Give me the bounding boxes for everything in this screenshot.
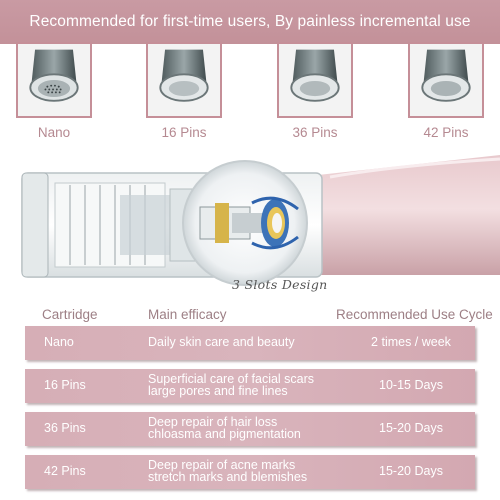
device-illustration xyxy=(0,155,500,300)
header-cycle: Recommended Use Cycle xyxy=(336,307,493,322)
cartridge-image-16-pins[interactable] xyxy=(146,42,222,118)
cartridge-image-36-pins[interactable] xyxy=(277,42,353,118)
table-row: Nano Daily skin care and beauty 2 times … xyxy=(25,326,475,360)
16-pins-cartridge-icon xyxy=(148,44,220,116)
cartridge-image-42-pins[interactable] xyxy=(408,42,484,118)
slots-design-caption: 3 Slots Design xyxy=(232,277,328,292)
header-efficacy: Main efficacy xyxy=(148,307,227,322)
row-cartridge: 16 Pins xyxy=(44,378,86,392)
table-row: 36 Pins Deep repair of hair loss chloasm… xyxy=(25,412,475,446)
36-pins-cartridge-icon xyxy=(279,44,351,116)
nano-cartridge-icon xyxy=(18,44,90,116)
table-header: Cartridge Main efficacy Recommended Use … xyxy=(0,305,500,329)
cartridge-label-42-pins: 42 Pins xyxy=(423,125,469,140)
microneedle-pen-icon xyxy=(21,155,500,286)
header-cartridge: Cartridge xyxy=(42,307,98,322)
row-cartridge: Nano xyxy=(44,335,74,349)
row-cycle: 2 times / week xyxy=(371,335,451,349)
row-cycle: 15-20 Days xyxy=(379,421,443,435)
cartridge-label-16-pins: 16 Pins xyxy=(161,125,207,140)
header-banner: Recommended for first-time users, By pai… xyxy=(0,0,500,44)
row-efficacy-line-2: stretch marks and blemishes xyxy=(148,470,308,484)
row-efficacy-line-1: Daily skin care and beauty xyxy=(148,335,295,349)
cartridge-label-36-pins: 36 Pins xyxy=(292,125,338,140)
row-cartridge: 36 Pins xyxy=(44,421,86,435)
row-cycle: 15-20 Days xyxy=(379,464,443,478)
table-row: 42 Pins Deep repair of acne marks stretc… xyxy=(25,455,475,489)
row-efficacy-line-1: Deep repair of acne marks xyxy=(148,458,296,472)
row-efficacy-line-2: large pores and fine lines xyxy=(148,384,288,398)
row-efficacy-line-2: chloasma and pigmentation xyxy=(148,427,301,441)
row-efficacy-line-1: Deep repair of hair loss xyxy=(148,415,278,429)
cartridge-label-nano: Nano xyxy=(37,125,71,140)
row-efficacy-line-1: Superficial care of facial scars xyxy=(148,372,315,386)
row-cycle: 10-15 Days xyxy=(379,378,443,392)
table-row: 16 Pins Superficial care of facial scars… xyxy=(25,369,475,403)
cartridge-image-nano[interactable] xyxy=(16,42,92,118)
row-cartridge: 42 Pins xyxy=(44,464,86,478)
42-pins-cartridge-icon xyxy=(410,44,482,116)
cartridge-options: Nano 16 Pins 36 Pins 42 Pins xyxy=(0,40,500,150)
banner-text: Recommended for first-time users, By pai… xyxy=(29,13,471,30)
